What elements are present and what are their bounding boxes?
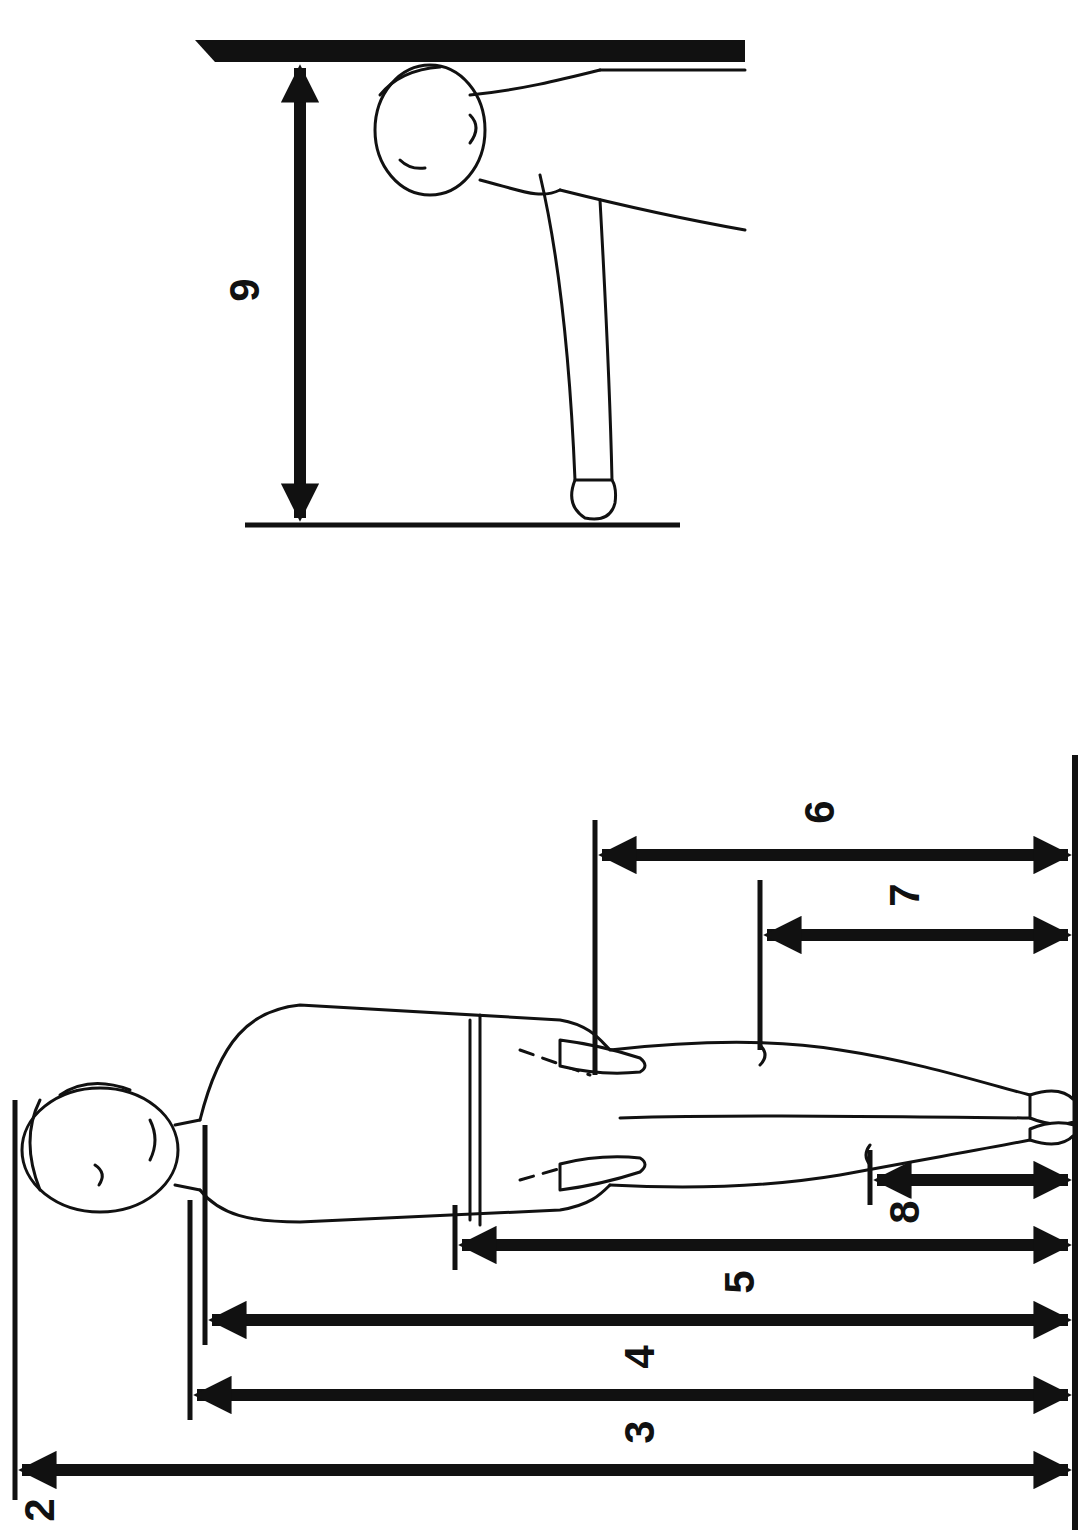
- reaching-figure: [375, 65, 745, 519]
- callout-number: 3: [619, 1418, 661, 1445]
- reach-line: [245, 523, 680, 528]
- wall: [195, 40, 745, 62]
- callout-number: 7: [884, 881, 926, 908]
- floor-line: [1072, 755, 1078, 1530]
- dimension-arrows: [22, 68, 1068, 1470]
- callout-number: 2: [19, 1496, 61, 1523]
- standing-figure: [22, 1005, 1074, 1225]
- callout-number: 9: [224, 276, 266, 303]
- callout-number: 4: [619, 1343, 661, 1370]
- callout-number: 5: [719, 1268, 761, 1295]
- callout-number: 8: [884, 1198, 926, 1225]
- callout-number: 6: [799, 798, 841, 825]
